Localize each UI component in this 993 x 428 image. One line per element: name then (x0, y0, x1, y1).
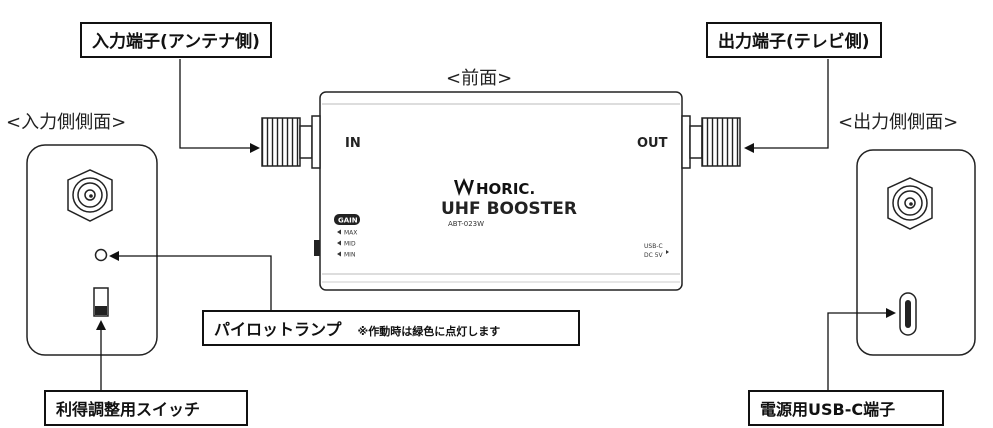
usbc-pointer (666, 250, 669, 254)
front-view-title: <前面> (446, 68, 513, 89)
gain-levels: MAX MID MIN (337, 229, 357, 259)
dc5v-label: DC 5V (644, 252, 664, 259)
pilot-lamp-note: ※作動時は緑色に点灯します (357, 325, 501, 338)
gain-title: GAIN (338, 217, 358, 225)
in-label: IN (345, 136, 361, 151)
pilot-lamp-label: パイロットランプ (214, 320, 342, 339)
power-port-label: 電源用USB-C端子 (760, 400, 896, 419)
out-label: OUT (637, 136, 668, 151)
output-f-connector (681, 115, 741, 169)
gain-badge (334, 214, 360, 225)
horic-logo: HORIC. (454, 178, 535, 198)
gain-level-min: MIN (344, 252, 355, 259)
output-side-panel (856, 149, 976, 356)
product-label: UHF BOOSTER (441, 199, 577, 219)
input-side-view-title: <入力側側面> (6, 112, 127, 133)
usbc-label: USB-C (644, 243, 663, 250)
power-port-callout: 電源用USB-C端子 (748, 390, 944, 426)
output-terminal-callout: 出力端子(テレビ側) (706, 22, 882, 58)
input-side-panel (26, 144, 158, 356)
output-terminal-leader (744, 59, 829, 153)
model-label: ABT-023W (448, 220, 484, 228)
output-terminal-label: 出力端子(テレビ側) (718, 32, 870, 52)
brand-label: HORIC. (476, 180, 535, 198)
gain-switch-callout: 利得調整用スイッチ (44, 390, 248, 426)
input-terminal-label: 入力端子(アンテナ側) (92, 32, 260, 52)
gain-switch-label: 利得調整用スイッチ (56, 400, 201, 419)
gain-level-mid: MID (344, 241, 356, 248)
booster-body (314, 91, 683, 291)
input-terminal-leader (179, 59, 260, 153)
gain-level-max: MAX (344, 230, 357, 237)
input-terminal-callout: 入力端子(アンテナ側) (80, 22, 272, 58)
output-side-view-title: <出力側側面> (838, 112, 959, 133)
power-port-leader (827, 308, 896, 392)
pilot-lamp-leader (109, 251, 272, 310)
pilot-lamp-callout: パイロットランプ ※作動時は緑色に点灯します (202, 310, 580, 346)
pilot-lamp (94, 248, 108, 262)
input-f-connector (261, 115, 321, 169)
